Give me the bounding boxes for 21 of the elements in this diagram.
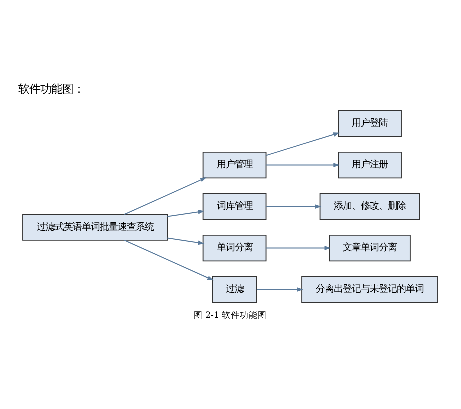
- arrow: [124, 177, 207, 215]
- node-box: 单词分离: [202, 234, 267, 262]
- node-box: 词库管理: [202, 192, 267, 220]
- arrow: [167, 237, 205, 245]
- arrow: [124, 239, 214, 280]
- arrow: [266, 162, 340, 167]
- caption: 图 2-1 软件功能图: [194, 310, 268, 321]
- arrow: [167, 209, 205, 217]
- node-box: 用户注册: [338, 151, 402, 178]
- arrow: [266, 204, 322, 208]
- node-box: 添加、修改、删除: [320, 192, 420, 220]
- node-box: 用户登陆: [338, 110, 402, 137]
- node-box: 文章单词分离: [329, 234, 411, 262]
- arrow: [266, 132, 340, 156]
- node-box: 用户管理: [202, 151, 267, 178]
- node-box: 过滤: [212, 276, 258, 303]
- arrow: [256, 287, 304, 292]
- arrow: [266, 246, 332, 250]
- node-box: 过滤式英语单词批量速查系统: [22, 214, 168, 240]
- diagram-title: 软件功能图：: [18, 81, 84, 96]
- node-box: 分离出登记与未登记的单词: [302, 276, 438, 303]
